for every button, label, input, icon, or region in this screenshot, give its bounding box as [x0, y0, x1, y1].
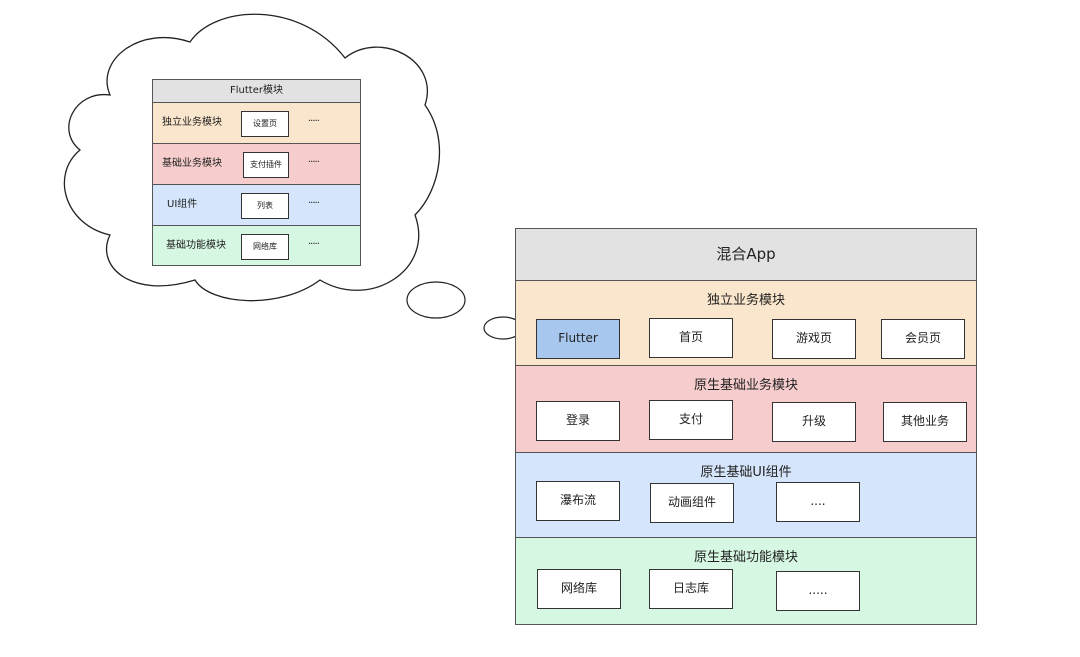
- mini-row-label: 基础业务模块: [162, 158, 222, 169]
- mini-row-function: 基础功能模块 网络库 ·····: [152, 226, 361, 266]
- module-box: 升级: [772, 402, 856, 442]
- big-row-base-business: 原生基础业务模块 登录 支付 升级 其他业务: [515, 366, 977, 453]
- module-box: ....: [776, 482, 860, 522]
- mini-row-business: 独立业务模块 设置页 ·····: [152, 103, 361, 144]
- module-box: 网络库: [537, 569, 621, 609]
- mini-dots: ·····: [308, 157, 320, 168]
- mini-item-box: 支付插件: [243, 152, 289, 178]
- mini-row-ui: UI组件 列表 ·····: [152, 185, 361, 226]
- big-row-function: 原生基础功能模块 网络库 日志库 .....: [515, 538, 977, 625]
- mini-dots: ·····: [308, 116, 320, 127]
- big-header: 混合App: [515, 228, 977, 281]
- module-box: .....: [776, 571, 860, 611]
- module-box: 其他业务: [883, 402, 967, 442]
- module-box: 游戏页: [772, 319, 856, 359]
- module-box: 首页: [649, 318, 733, 358]
- mini-row-base-business: 基础业务模块 支付插件 ·····: [152, 144, 361, 185]
- module-box: 会员页: [881, 319, 965, 359]
- mini-item-box: 设置页: [241, 111, 289, 137]
- mini-row-label: UI组件: [167, 199, 198, 210]
- module-box: 支付: [649, 400, 733, 440]
- mini-dots: ·····: [308, 198, 320, 209]
- module-box: 登录: [536, 401, 620, 441]
- big-row-ui: 原生基础UI组件 瀑布流 动画组件 ....: [515, 453, 977, 538]
- module-box: 动画组件: [650, 483, 734, 523]
- thought-bubble-large: [406, 281, 466, 319]
- big-row-title: 原生基础功能模块: [693, 550, 798, 565]
- mini-item-box: 网络库: [241, 234, 289, 260]
- mini-dots: ·····: [308, 239, 320, 250]
- module-box: 瀑布流: [536, 481, 620, 521]
- mini-header: Flutter模块: [152, 79, 361, 103]
- big-row-title: 原生基础业务模块: [693, 378, 798, 393]
- mini-item-box: 列表: [241, 193, 289, 219]
- big-row-business: 独立业务模块 Flutter 首页 游戏页 会员页: [515, 281, 977, 366]
- mini-row-label: 基础功能模块: [166, 240, 226, 251]
- big-row-title: 原生基础UI组件: [700, 465, 792, 480]
- flutter-box: Flutter: [536, 319, 620, 359]
- module-box: 日志库: [649, 569, 733, 609]
- mini-row-label: 独立业务模块: [162, 117, 222, 128]
- big-row-title: 独立业务模块: [706, 293, 785, 308]
